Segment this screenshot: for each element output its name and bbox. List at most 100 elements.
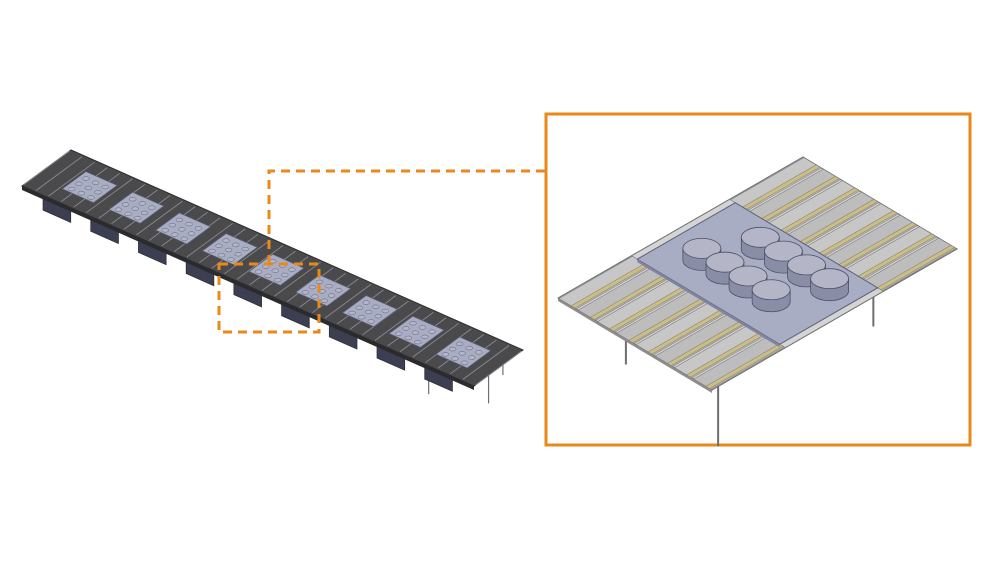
- module-cylinder: [254, 269, 263, 274]
- module-cylinder: [308, 284, 317, 290]
- module-cylinder: [82, 176, 90, 181]
- module-cylinder: [274, 277, 282, 283]
- detail-structure: [557, 156, 958, 447]
- module-cylinder: [208, 248, 216, 254]
- module-cylinder: [334, 288, 343, 293]
- module-cylinder: [91, 180, 100, 185]
- deck-rail: [374, 306, 422, 341]
- module-cylinder: [281, 272, 289, 278]
- module-cylinder: [138, 201, 146, 206]
- module-cylinder: [411, 330, 420, 335]
- module-cylinder: [224, 247, 233, 253]
- deck-rail: [462, 345, 510, 380]
- module-cylinder: [234, 252, 242, 257]
- deck-rail: [412, 322, 460, 358]
- module-cylinder: [84, 185, 93, 191]
- cylinder-top: [682, 237, 722, 259]
- module-cylinder: [441, 352, 450, 357]
- module-cylinder: [311, 294, 319, 299]
- module-cylinder: [414, 339, 422, 345]
- module-cylinder: [227, 257, 235, 262]
- module-cylinder: [264, 273, 272, 279]
- deck-rail: [48, 161, 95, 197]
- module-cylinder: [148, 205, 156, 210]
- module-cylinder: [171, 232, 179, 237]
- cylinder-top: [810, 268, 849, 290]
- module-cylinder: [185, 221, 193, 227]
- module-cylinder: [94, 190, 102, 195]
- deck-edge: [558, 298, 712, 393]
- module-cylinder: [187, 231, 196, 236]
- deck-rail: [236, 245, 284, 280]
- module-cylinder: [124, 211, 132, 217]
- module-cylinder: [456, 341, 464, 347]
- module-cylinder: [404, 335, 412, 341]
- module-cylinder: [475, 350, 483, 355]
- deck-rail: [475, 350, 522, 386]
- deck-stripe: [876, 244, 956, 291]
- module-cylinder: [355, 305, 363, 310]
- cylinder-top: [764, 240, 803, 262]
- module-cylinder: [288, 267, 296, 272]
- module-cylinder: [402, 326, 410, 331]
- module-cylinder: [133, 215, 142, 221]
- deck-rail: [23, 150, 70, 186]
- module-cylinder: [348, 310, 356, 316]
- deck-edge: [22, 186, 474, 390]
- module-cylinder: [194, 226, 203, 231]
- deck-rail: [35, 156, 83, 191]
- module-cylinder: [114, 207, 123, 212]
- module-cylinder: [175, 217, 184, 223]
- module-cylinder: [395, 331, 403, 336]
- overview-structure: [21, 149, 524, 404]
- module-cylinder: [178, 227, 186, 232]
- module-cylinder: [381, 308, 390, 314]
- module-cylinder: [374, 314, 382, 319]
- cylinder-top: [751, 279, 791, 301]
- module-cylinder: [232, 242, 240, 247]
- module-cylinder: [325, 283, 333, 289]
- module-cylinder: [460, 360, 469, 365]
- module-cylinder: [362, 300, 370, 305]
- module-cylinder: [215, 243, 223, 248]
- module-cylinder: [301, 290, 310, 295]
- module-cylinder: [217, 253, 226, 258]
- cylinder-top: [740, 226, 780, 248]
- module-cylinder: [161, 228, 169, 233]
- deck-stripe: [705, 343, 784, 389]
- module-cylinder: [141, 210, 149, 216]
- module-cylinder: [241, 246, 249, 252]
- module-cylinder: [131, 206, 139, 211]
- callout-leader-line: [267, 169, 546, 264]
- module-cylinder: [68, 186, 76, 192]
- module-cylinder: [315, 279, 324, 285]
- module-cylinder: [409, 321, 417, 326]
- deck-rail: [186, 222, 234, 258]
- module-cylinder: [77, 191, 86, 196]
- module-cylinder: [129, 197, 137, 202]
- module-cylinder: [418, 325, 427, 330]
- deck-rail: [324, 284, 372, 319]
- deck-rail: [85, 178, 133, 214]
- module-cylinder: [428, 329, 436, 334]
- module-cylinder: [168, 222, 176, 228]
- module-cylinder: [101, 184, 109, 190]
- cylinder-top: [728, 265, 768, 287]
- module-cylinder: [365, 309, 373, 315]
- module-cylinder: [180, 236, 188, 241]
- module-cylinder: [222, 238, 230, 243]
- module-cylinder: [357, 315, 366, 320]
- module-cylinder: [468, 355, 476, 360]
- module-cylinder: [448, 346, 457, 352]
- module-cylinder: [465, 345, 473, 351]
- module-cylinder: [271, 268, 279, 273]
- deck-rail: [274, 261, 321, 297]
- module-cylinder: [458, 351, 466, 356]
- module-plate-edge: [637, 259, 780, 348]
- deck-rail: [224, 239, 271, 275]
- module-cylinder: [327, 293, 336, 298]
- module-cylinder: [320, 298, 329, 303]
- deck-rail: [136, 200, 183, 236]
- module-cylinder: [367, 319, 375, 324]
